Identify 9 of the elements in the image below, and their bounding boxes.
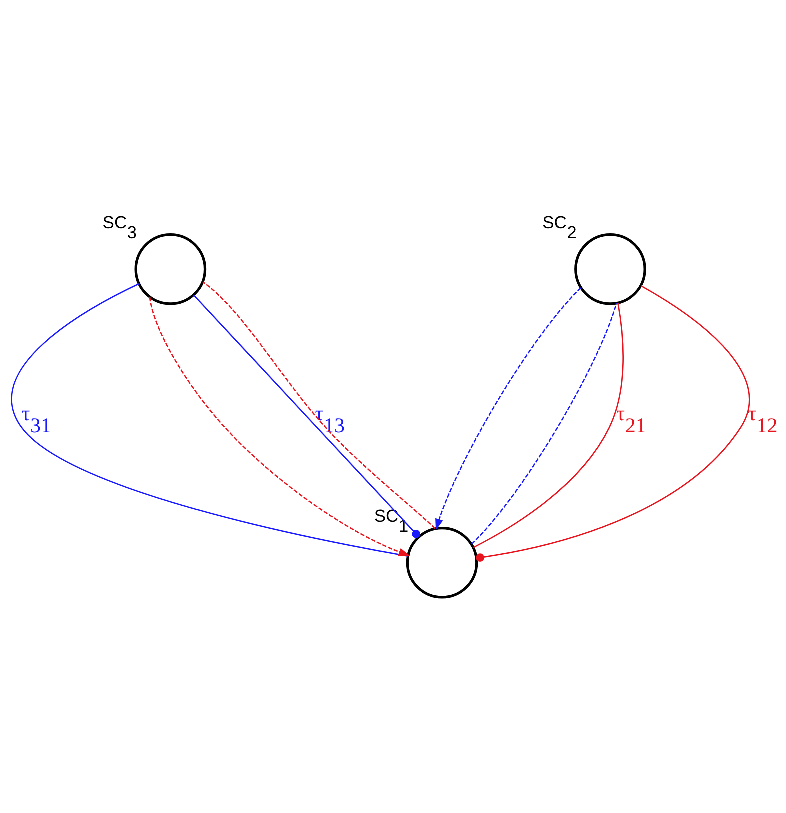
node-circle [406,526,478,599]
arrow [149,297,410,556]
node-circle [134,233,207,306]
node-circle [574,233,646,306]
connector [202,282,436,530]
connector [476,285,750,562]
connector [11,284,408,557]
connector [193,294,421,538]
arrow [436,288,582,530]
